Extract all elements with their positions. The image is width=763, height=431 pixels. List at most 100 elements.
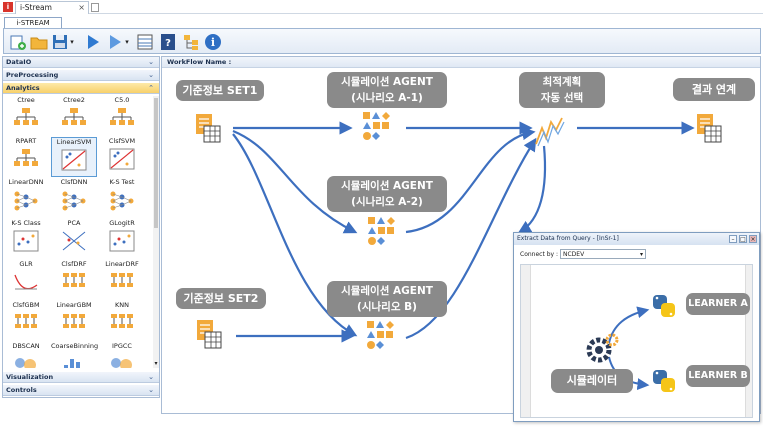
node-sim-agent-a1-line2: (시나리오 A-1) — [351, 92, 423, 104]
close-icon[interactable]: × — [749, 235, 757, 243]
save-icon[interactable] — [51, 33, 69, 51]
tool-item[interactable]: LinearSVM — [51, 137, 97, 177]
node-base-set1[interactable]: 기준정보 SET1 — [176, 80, 264, 101]
tool-item[interactable]: LinearDRF — [99, 260, 145, 300]
simulation-shapes-icon — [363, 112, 390, 140]
tool-item-label: LinearGBM — [56, 301, 92, 309]
tool-item-label: LinearDNN — [8, 178, 44, 186]
tool-item[interactable]: CoarseBinning — [51, 342, 99, 368]
run-step-icon[interactable] — [106, 33, 124, 51]
node-sim-agent-b-line1: 시뮬레이션 AGENT — [341, 285, 433, 297]
tree-icon — [62, 108, 86, 125]
scroll-down-icon[interactable]: ▾ — [154, 360, 158, 367]
help-book-icon[interactable]: ? — [159, 33, 177, 51]
run-icon[interactable] — [84, 33, 102, 51]
tool-item-label: C5.0 — [114, 96, 130, 104]
tool-item[interactable]: RPART — [3, 137, 49, 177]
tool-item-label: GLogitR — [109, 219, 135, 227]
tool-item-label: LinearDRF — [105, 260, 139, 268]
new-icon[interactable] — [9, 33, 27, 51]
tool-item-label: K-S Test — [109, 178, 135, 186]
tool-item-label: Ctree2 — [63, 96, 85, 104]
node-sim-agent-b-line2: (시나리오 B) — [357, 301, 417, 313]
tool-item-label: ClsfSVM — [108, 137, 136, 145]
extract-data-dialog[interactable]: Extract Data from Query - [InSr-1] – □ ×… — [513, 232, 760, 422]
node-sim-agent-a2[interactable]: 시뮬레이션 AGENT (시나리오 A-2) — [327, 176, 447, 212]
dialog-content-area: LEARNER A LEARNER B 시뮬레이터 — [520, 264, 753, 418]
node-sim-agent-a1-line1: 시뮬레이션 AGENT — [341, 76, 433, 88]
tool-item-label: ClsfDRF — [61, 260, 87, 268]
minimize-icon[interactable]: – — [729, 235, 737, 243]
simulation-shapes-icon — [368, 217, 395, 245]
chevron-down-icon: ⌄ — [148, 373, 154, 381]
document-tab-label: i-Stream — [20, 3, 52, 12]
info-icon[interactable]: i — [204, 33, 222, 51]
tool-item[interactable]: ClsfGBM — [3, 301, 49, 341]
document-tab[interactable]: i-Stream × — [15, 1, 89, 14]
category-preprocessing[interactable]: PreProcessing⌄ — [3, 70, 159, 81]
tool-item[interactable]: LinearDNN — [3, 178, 49, 218]
dialog-title: Extract Data from Query - [InSr-1] — [514, 233, 759, 245]
tool-item[interactable]: LinearGBM — [51, 301, 97, 341]
open-icon[interactable] — [30, 33, 48, 51]
tool-item[interactable]: Ctree — [3, 96, 49, 136]
node-sim-agent-b[interactable]: 시뮬레이션 AGENT (시나리오 B) — [327, 281, 447, 317]
run-dropdown-icon[interactable]: ▾ — [125, 38, 129, 46]
tool-item[interactable]: GLogitR — [99, 219, 145, 259]
scrollbar-thumb[interactable] — [154, 98, 158, 228]
svg-text:?: ? — [165, 38, 171, 49]
tool-item[interactable]: Ctree2 — [51, 96, 97, 136]
connect-by-label: Connect by : — [520, 251, 559, 258]
learner-b-label: LEARNER B — [686, 365, 750, 387]
svm-icon — [109, 148, 135, 170]
cluster-icon — [15, 358, 36, 368]
node-base-set2[interactable]: 기준정보 SET2 — [176, 288, 266, 309]
tool-item[interactable]: ClsfDRF — [51, 260, 97, 300]
tree-icon — [14, 149, 38, 166]
save-dropdown-icon[interactable]: ▾ — [70, 38, 74, 46]
gallery-scrollbar[interactable]: ▾ — [153, 96, 159, 368]
category-visualization[interactable]: Visualization⌄ — [3, 372, 159, 383]
dialog-scrollbar[interactable] — [745, 265, 752, 417]
tool-item[interactable]: PCA — [51, 219, 97, 259]
tool-item[interactable]: IPGCC — [99, 342, 145, 368]
chevron-down-icon: ▾ — [639, 251, 643, 258]
cluster-icon — [111, 358, 132, 368]
tree-icon — [110, 108, 134, 125]
tool-item[interactable]: GLR — [3, 260, 49, 300]
chevron-down-icon: ⌄ — [148, 58, 154, 66]
forest-icon — [63, 314, 85, 328]
category-analytics[interactable]: Analytics⌃ — [3, 83, 159, 94]
node-result-link[interactable]: 결과 연계 — [673, 78, 755, 101]
hierarchy-icon[interactable] — [182, 33, 200, 51]
tool-item-label: GLR — [19, 260, 33, 268]
category-controls[interactable]: Controls⌄ — [3, 385, 159, 396]
category-preprocessing-label: PreProcessing — [6, 71, 59, 79]
connection-select-value: NCDEV — [563, 251, 585, 258]
tool-item[interactable]: K-S Test — [99, 178, 145, 218]
node-sim-agent-a2-line1: 시뮬레이션 AGENT — [341, 180, 433, 192]
toolbar: ▾ ▾ ? i — [3, 28, 761, 54]
category-dataio[interactable]: DataIO⌄ — [3, 57, 159, 68]
forest-icon — [111, 314, 133, 328]
grid-icon[interactable] — [136, 33, 154, 51]
flow-arrow — [608, 306, 650, 344]
close-tab-icon[interactable]: × — [78, 3, 85, 12]
forest-icon — [63, 273, 85, 287]
node-optimal-plan-line1: 최적계획 — [542, 76, 582, 88]
connection-select[interactable]: NCDEV ▾ — [560, 249, 646, 259]
pca-icon — [62, 231, 86, 251]
new-tab-icon[interactable] — [91, 3, 99, 12]
tool-item-label: CoarseBinning — [51, 342, 99, 350]
tool-item-label: K-S Class — [11, 219, 41, 227]
tool-item[interactable]: ClsfDNN — [51, 178, 97, 218]
tool-item[interactable]: K-S Class — [3, 219, 49, 259]
tool-item[interactable]: KNN — [99, 301, 145, 341]
node-sim-agent-a1[interactable]: 시뮬레이션 AGENT (시나리오 A-1) — [327, 72, 447, 108]
node-optimal-plan[interactable]: 최적계획 자동 선택 — [519, 72, 605, 108]
tool-item[interactable]: ClsfSVM — [99, 137, 145, 177]
tool-item[interactable]: DBSCAN — [3, 342, 49, 368]
flow-arrow — [517, 145, 547, 234]
maximize-icon[interactable]: □ — [739, 235, 747, 243]
tool-item[interactable]: C5.0 — [99, 96, 145, 136]
